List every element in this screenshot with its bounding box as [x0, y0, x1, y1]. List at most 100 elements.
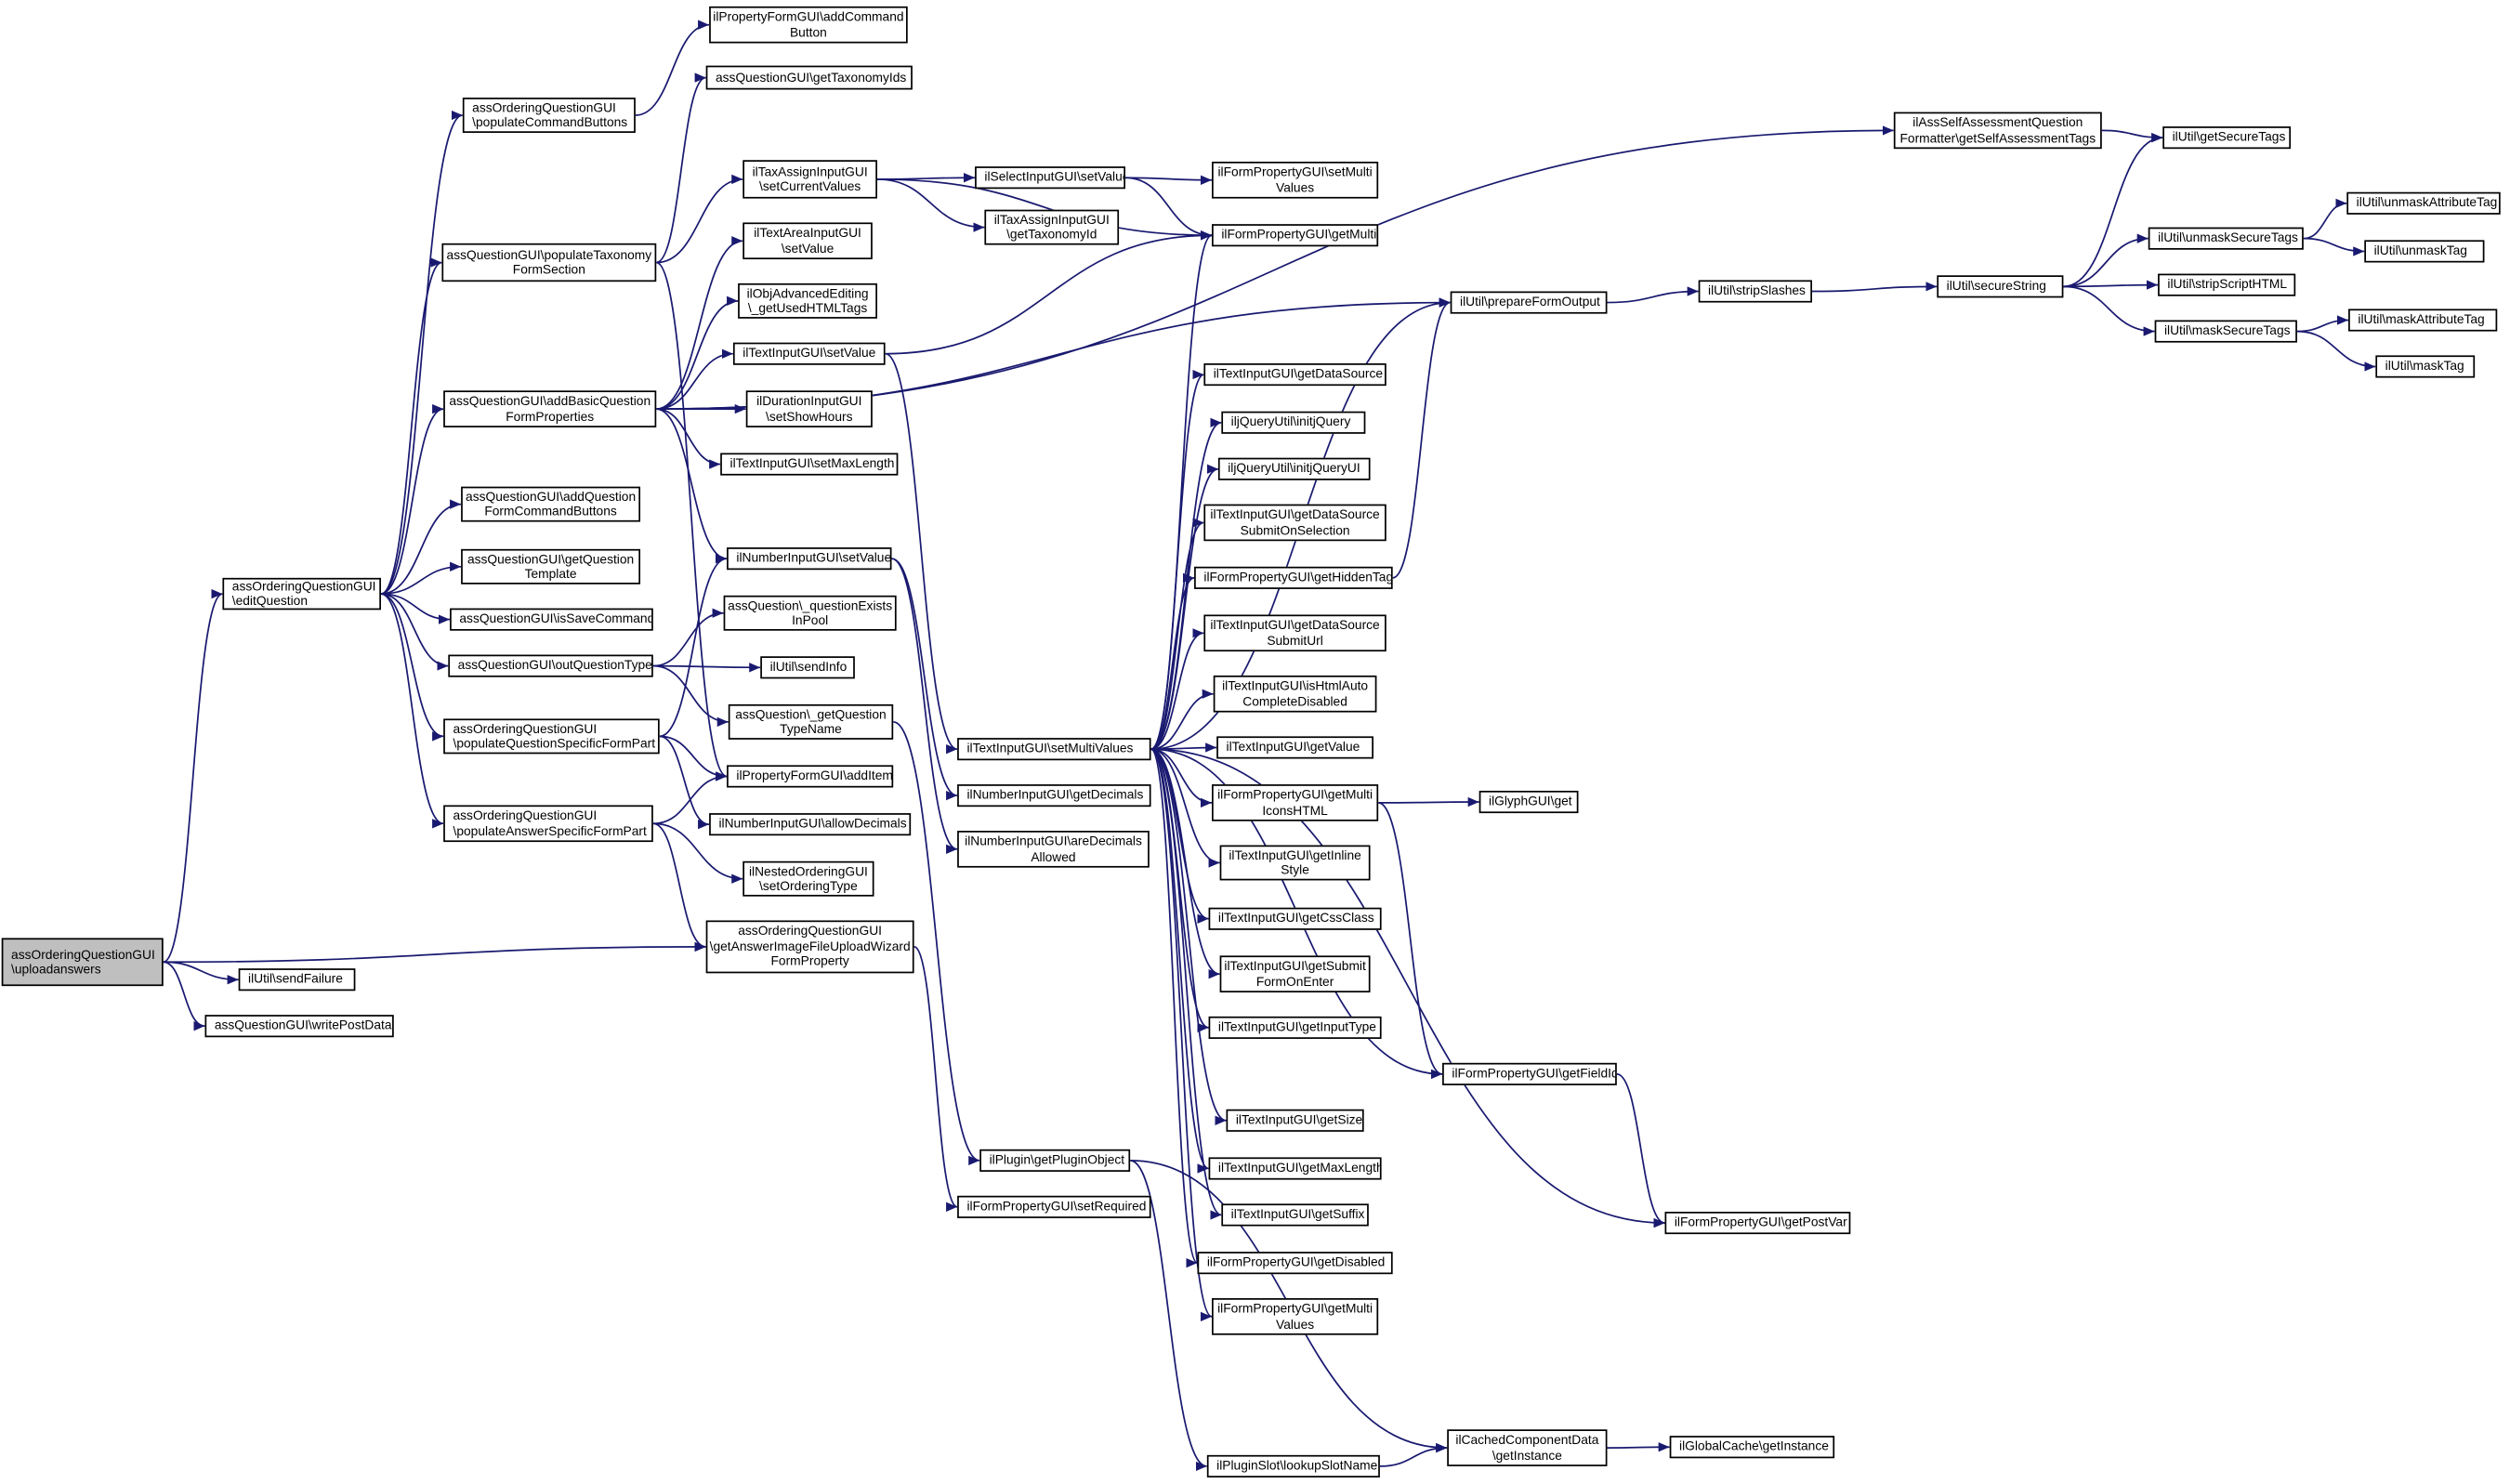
node-label-line: ilPlugin\getPluginObject — [989, 1152, 1125, 1168]
node-unmask-attribute-tag[interactable]: ilUtil\unmaskAttributeTag — [2346, 191, 2501, 215]
node-send-failure[interactable]: ilUtil\sendFailure — [238, 968, 356, 992]
node-allow-decimals[interactable]: ilNumberInputGUI\allowDecimals — [709, 813, 912, 836]
node-root[interactable]: assOrderingQuestionGUI\uploadanswers — [1, 938, 164, 987]
node-label-line: SubmitUrl — [1267, 633, 1323, 648]
call-edge — [380, 593, 444, 829]
node-label-line: \populateAnswerSpecificFormPart — [453, 823, 647, 838]
node-out-question-type[interactable]: assQuestionGUI\outQuestionType — [448, 654, 653, 677]
node-get-multi[interactable]: ilFormPropertyGUI\getMulti — [1212, 224, 1379, 247]
node-send-info[interactable]: ilUtil\sendInfo — [760, 656, 855, 679]
node-get-input-type[interactable]: ilTextInputGUI\getInputType — [1208, 1016, 1382, 1039]
call-edge — [163, 941, 706, 964]
node-label-line: Button — [789, 24, 827, 40]
node-mask-tag[interactable]: ilUtil\maskTag — [2375, 355, 2476, 378]
node-get-value[interactable]: ilTextInputGUI\getValue — [1216, 736, 1373, 759]
node-label-line: ilGlyphGUI\get — [1489, 794, 1572, 809]
node-strip-slashes[interactable]: ilUtil\stripSlashes — [1698, 280, 1812, 303]
node-label-line: assOrderingQuestionGUI — [11, 946, 155, 962]
node-text-input-set-max-length[interactable]: ilTextInputGUI\setMaxLength — [720, 453, 899, 476]
call-edge — [652, 664, 729, 728]
node-tax-assign-set-current-values[interactable]: ilTaxAssignInputGUI\setCurrentValues — [742, 160, 877, 199]
node-text-input-set-value[interactable]: ilTextInputGUI\setValue — [732, 342, 886, 365]
node-cached-component-data[interactable]: ilCachedComponentData\getInstance — [1447, 1429, 1608, 1466]
node-initj-query-u-i[interactable]: iljQueryUtil\initjQueryUI — [1217, 457, 1371, 480]
node-get-taxonomy-ids[interactable]: assQuestionGUI\getTaxonomyIds — [705, 65, 913, 90]
node-get-decimals[interactable]: ilNumberInputGUI\getDecimals — [957, 784, 1151, 808]
call-edge — [1150, 748, 1220, 979]
node-add-item[interactable]: ilPropertyFormGUI\addItem — [727, 765, 894, 788]
node-get-hidden-tag[interactable]: ilFormPropertyGUI\getHiddenTag — [1194, 566, 1393, 589]
node-lookup-slot-name[interactable]: ilPluginSlot\lookupSlotName — [1206, 1454, 1380, 1477]
node-get-disabled[interactable]: ilFormPropertyGUI\getDisabled — [1197, 1252, 1393, 1275]
node-initj-query[interactable]: iljQueryUtil\initjQuery — [1221, 411, 1366, 434]
node-number-set-value[interactable]: ilNumberInputGUI\setValue — [727, 547, 892, 571]
node-tax-assign-get-taxonomy-id[interactable]: ilTaxAssignInputGUI\getTaxonomyId — [984, 209, 1120, 245]
node-duration-set-show-hours[interactable]: ilDurationInputGUI\setShowHours — [745, 390, 873, 427]
node-unmask-secure-tags[interactable]: ilUtil\unmaskSecureTags — [2148, 227, 2304, 250]
node-secure-string[interactable]: ilUtil\secureString — [1937, 275, 2064, 298]
node-populate-answer-specific[interactable]: assOrderingQuestionGUI\populateAnswerSpe… — [443, 805, 653, 843]
node-label-line: ilUtil\unmaskAttributeTag — [2356, 195, 2498, 211]
node-set-multi-values[interactable]: ilTextInputGUI\setMultiValues — [957, 738, 1151, 761]
node-label-line: ilFormPropertyGUI\getMulti — [1221, 228, 1377, 243]
node-select-set-value[interactable]: ilSelectInputGUI\setValue — [975, 166, 1125, 190]
node-get-size[interactable]: ilTextInputGUI\getSize — [1226, 1109, 1364, 1132]
node-get-suffix[interactable]: ilTextInputGUI\getSuffix — [1221, 1203, 1369, 1227]
node-unmask-tag[interactable]: ilUtil\unmaskTag — [2364, 240, 2485, 263]
node-is-save-command[interactable]: assQuestionGUI\isSaveCommand — [450, 608, 653, 631]
node-write-post-data[interactable]: assQuestionGUI\writePostData — [204, 1015, 394, 1038]
node-get-answer-image[interactable]: assOrderingQuestionGUI\getAnswerImageFil… — [705, 920, 914, 974]
node-get-post-var[interactable]: ilFormPropertyGUI\getPostVar — [1664, 1212, 1851, 1235]
node-get-secure-tags[interactable]: ilUtil\getSecureTags — [2162, 126, 2292, 150]
call-edge — [380, 404, 444, 595]
node-label-line: assOrderingQuestionGUI — [738, 924, 882, 939]
node-strip-script-h-t-m-l[interactable]: ilUtil\stripScriptHTML — [2158, 273, 2296, 296]
call-edge — [1150, 748, 1199, 1268]
node-label-line: ilAssSelfAssessmentQuestion — [1912, 115, 2083, 130]
node-get-max-length[interactable]: ilTextInputGUI\getMaxLength — [1208, 1157, 1382, 1180]
node-get-css-class[interactable]: ilTextInputGUI\getCssClass — [1208, 907, 1382, 930]
node-get-data-source[interactable]: ilTextInputGUI\getDataSource — [1203, 363, 1386, 387]
node-label-line: Values — [1276, 1316, 1315, 1332]
node-label-line: ilTextInputGUI\getDataSource — [1213, 366, 1384, 382]
node-populate-command-buttons[interactable]: assOrderingQuestionGUI\populateCommandBu… — [462, 98, 636, 133]
node-get-plugin-object[interactable]: ilPlugin\getPluginObject — [979, 1149, 1131, 1172]
call-edge — [1150, 748, 1209, 1174]
node-label-line: \getAnswerImageFileUploadWizard — [709, 939, 911, 954]
node-mask-attribute-tag[interactable]: ilUtil\maskAttributeTag — [2348, 309, 2498, 332]
node-label-line: assQuestion\_questionExists — [728, 598, 893, 612]
node-populate-question-specific[interactable]: assOrderingQuestionGUI\populateQuestionS… — [443, 718, 660, 755]
node-label-line: InPool — [792, 612, 829, 628]
node-global-cache[interactable]: ilGlobalCache\getInstance — [1669, 1436, 1835, 1459]
node-obj-advanced-editing[interactable]: ilObjAdvancedEditing\_getUsedHTMLTags — [738, 282, 877, 319]
node-label-line: ilTextInputGUI\getInputType — [1217, 1019, 1376, 1035]
node-text-area-set-value[interactable]: ilTextAreaInputGUI\setValue — [742, 222, 873, 260]
call-edge — [876, 178, 1213, 241]
node-mask-secure-tags[interactable]: ilUtil\maskSecureTags — [2154, 320, 2297, 343]
node-label-line: ilUtil\stripScriptHTML — [2167, 277, 2288, 292]
node-get-field-id[interactable]: ilFormPropertyGUI\getFieldId — [1442, 1062, 1617, 1085]
node-prepare-form-output[interactable]: ilUtil\prepareFormOutput — [1450, 291, 1608, 314]
node-set-ordering-type[interactable]: ilNestedOrderingGUI\setOrderingType — [742, 860, 874, 897]
node-edit-question[interactable]: assOrderingQuestionGUI\editQuestion — [222, 577, 381, 611]
node-glyph-get[interactable]: ilGlyphGUI\get — [1478, 790, 1579, 814]
node-set-required[interactable]: ilFormPropertyGUI\setRequired — [957, 1195, 1151, 1218]
